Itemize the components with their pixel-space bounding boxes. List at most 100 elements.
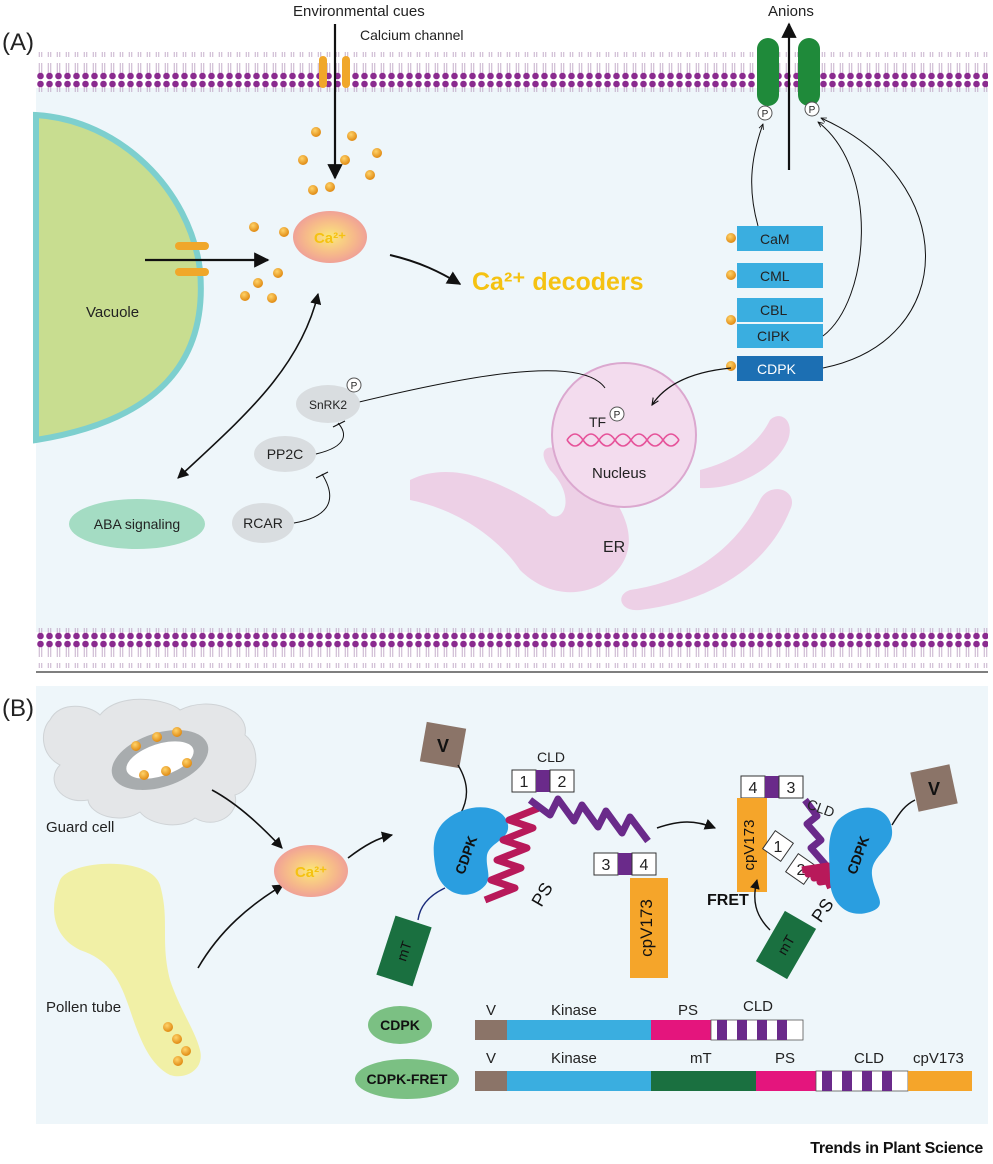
box3-active	[778, 775, 804, 799]
nucleus	[551, 362, 697, 508]
nucleus-label: Nucleus	[592, 465, 646, 482]
vacuole-channel-bottom	[175, 268, 209, 276]
anion-phospho-right-label: P	[809, 105, 816, 116]
cdpk-to-nucleus-arrow	[652, 367, 732, 405]
calcium-center-label: Ca²⁺	[314, 230, 346, 247]
calcium-center-b	[274, 845, 348, 897]
construct-fret-seg-ps: PS	[775, 1050, 795, 1067]
aba-signaling-label: ABA signaling	[94, 516, 180, 532]
mt-tag-inactive	[376, 915, 432, 987]
cam-to-anion-arrow	[751, 124, 763, 227]
decoder-cbl-label: CBL	[760, 302, 787, 318]
box4-inactive-label: 4	[640, 857, 649, 874]
panel-b-label: (B)	[2, 695, 34, 722]
cbl-calcium	[726, 315, 736, 325]
decoder-cdpk-label: CDPK	[757, 361, 797, 377]
snrk2-label: SnRK2	[309, 398, 347, 412]
decoder-cipk-label: CIPK	[757, 328, 790, 344]
pollen-tube-label: Pollen tube	[46, 999, 121, 1016]
box4-active-label: 4	[749, 780, 758, 797]
construct-fret-seg-cpv: cpV173	[913, 1050, 964, 1067]
construct-fret-clad-stripes	[822, 1071, 892, 1091]
box2-inactive	[549, 769, 575, 793]
anion-channel-right	[798, 38, 820, 106]
decoder-cipk	[737, 324, 823, 348]
tf-phospho	[609, 406, 625, 422]
journal-credit: Trends in Plant Science	[810, 1140, 983, 1157]
cdpk-calcium	[726, 361, 736, 371]
environmental-cues-label: Environmental cues	[293, 3, 425, 20]
pollen-to-calcium-arrow	[197, 884, 284, 969]
cdpk-kinase-inactive	[433, 807, 509, 895]
construct-fret-name: CDPK-FRET	[367, 1071, 448, 1087]
dna-strand-2	[566, 433, 680, 447]
construct-fret-bar-cpv	[908, 1071, 972, 1091]
construct-cdpk-name: CDPK	[380, 1017, 420, 1033]
anions-label: Anions	[768, 3, 814, 20]
construct-fret-badge	[355, 1059, 459, 1099]
guard-cell-label: Guard cell	[46, 819, 114, 836]
anion-phospho-left-label: P	[762, 109, 769, 120]
nucleus-to-snrk2-line	[354, 370, 606, 404]
cdpk-kinase-active	[829, 807, 893, 914]
activation-arrow	[656, 819, 717, 830]
calcium-channel-left	[319, 56, 327, 88]
cam-calcium	[726, 233, 736, 243]
guard-cell-calcium	[131, 727, 192, 780]
decoder-cam-label: CaM	[760, 231, 790, 247]
decoder-cml-label: CML	[760, 268, 790, 284]
anion-channel-left	[757, 38, 779, 106]
construct-fret-bar-mt	[651, 1071, 756, 1091]
calcium-center	[293, 211, 367, 263]
v-linker-active	[891, 799, 916, 826]
membrane-bottom	[36, 628, 988, 668]
box-purple-b-inactive	[618, 853, 632, 875]
box3-active-label: 3	[787, 780, 796, 797]
pollen-tube	[54, 863, 201, 1077]
decoder-cbl	[737, 298, 823, 322]
construct-cdpk-bar-ps	[651, 1020, 711, 1040]
construct-cdpk-seg-clad: CLD	[743, 998, 773, 1015]
panel-a-label: (A)	[2, 29, 34, 56]
v-tag-active-label: V	[928, 779, 940, 799]
pp2c-inhibit-bar	[332, 420, 346, 428]
cpv-tag-inactive-label: cpV173	[637, 899, 656, 957]
v-tag-inactive	[419, 721, 467, 769]
ca-decoders-label: Ca²⁺ decoders	[472, 268, 644, 296]
snrk2-phospho	[346, 377, 362, 393]
snrk2-phospho-label: P	[351, 381, 358, 392]
cml-calcium	[726, 270, 736, 280]
rcar	[232, 503, 294, 543]
construct-fret-bar-kinase	[507, 1071, 651, 1091]
cpv-tag-active	[737, 798, 767, 892]
box3-inactive-label: 3	[602, 857, 611, 874]
cpv-tag-inactive	[630, 878, 668, 978]
pp2c-label: PP2C	[267, 446, 304, 462]
decoder-arrow	[389, 254, 462, 285]
construct-fret-seg-mt: mT	[690, 1050, 712, 1067]
rcar-label: RCAR	[243, 515, 283, 531]
cdpk-to-anion-arrow	[821, 117, 926, 369]
aba-calcium-double-arrow	[177, 292, 322, 479]
calcium-channel-label: Calcium channel	[360, 27, 464, 43]
fret-arrow	[750, 879, 771, 931]
v-tag-active	[910, 764, 958, 812]
box-purple-c-active	[765, 776, 779, 798]
construct-cdpk-seg-ps: PS	[678, 1002, 698, 1019]
dna-strand-1	[566, 433, 680, 447]
decoder-list: CaM CML CBL CIPK CDPK	[726, 226, 823, 381]
construct-cdpk: CDPK V Kinase PS CLD	[368, 998, 804, 1044]
construct-cdpk-seg-kinase: Kinase	[551, 1002, 597, 1019]
box4-inactive	[631, 852, 657, 876]
tf-phospho-label: P	[614, 410, 621, 421]
clad-inactive-label: CLD	[537, 749, 565, 765]
stomata-inner	[126, 741, 194, 779]
cipk-to-anion-arrow	[818, 122, 862, 337]
box1-inactive-label: 1	[520, 774, 529, 791]
panel-b: (B) Guard cell Pollen tube Ca²⁺	[2, 686, 988, 1124]
box1-active-label: 1	[774, 839, 783, 856]
construct-cdpk-bar-kinase	[507, 1020, 651, 1040]
pollen-calcium	[163, 1022, 191, 1066]
anion-phospho-right	[804, 101, 820, 117]
construct-cdpk-seg-v: V	[486, 1002, 496, 1019]
